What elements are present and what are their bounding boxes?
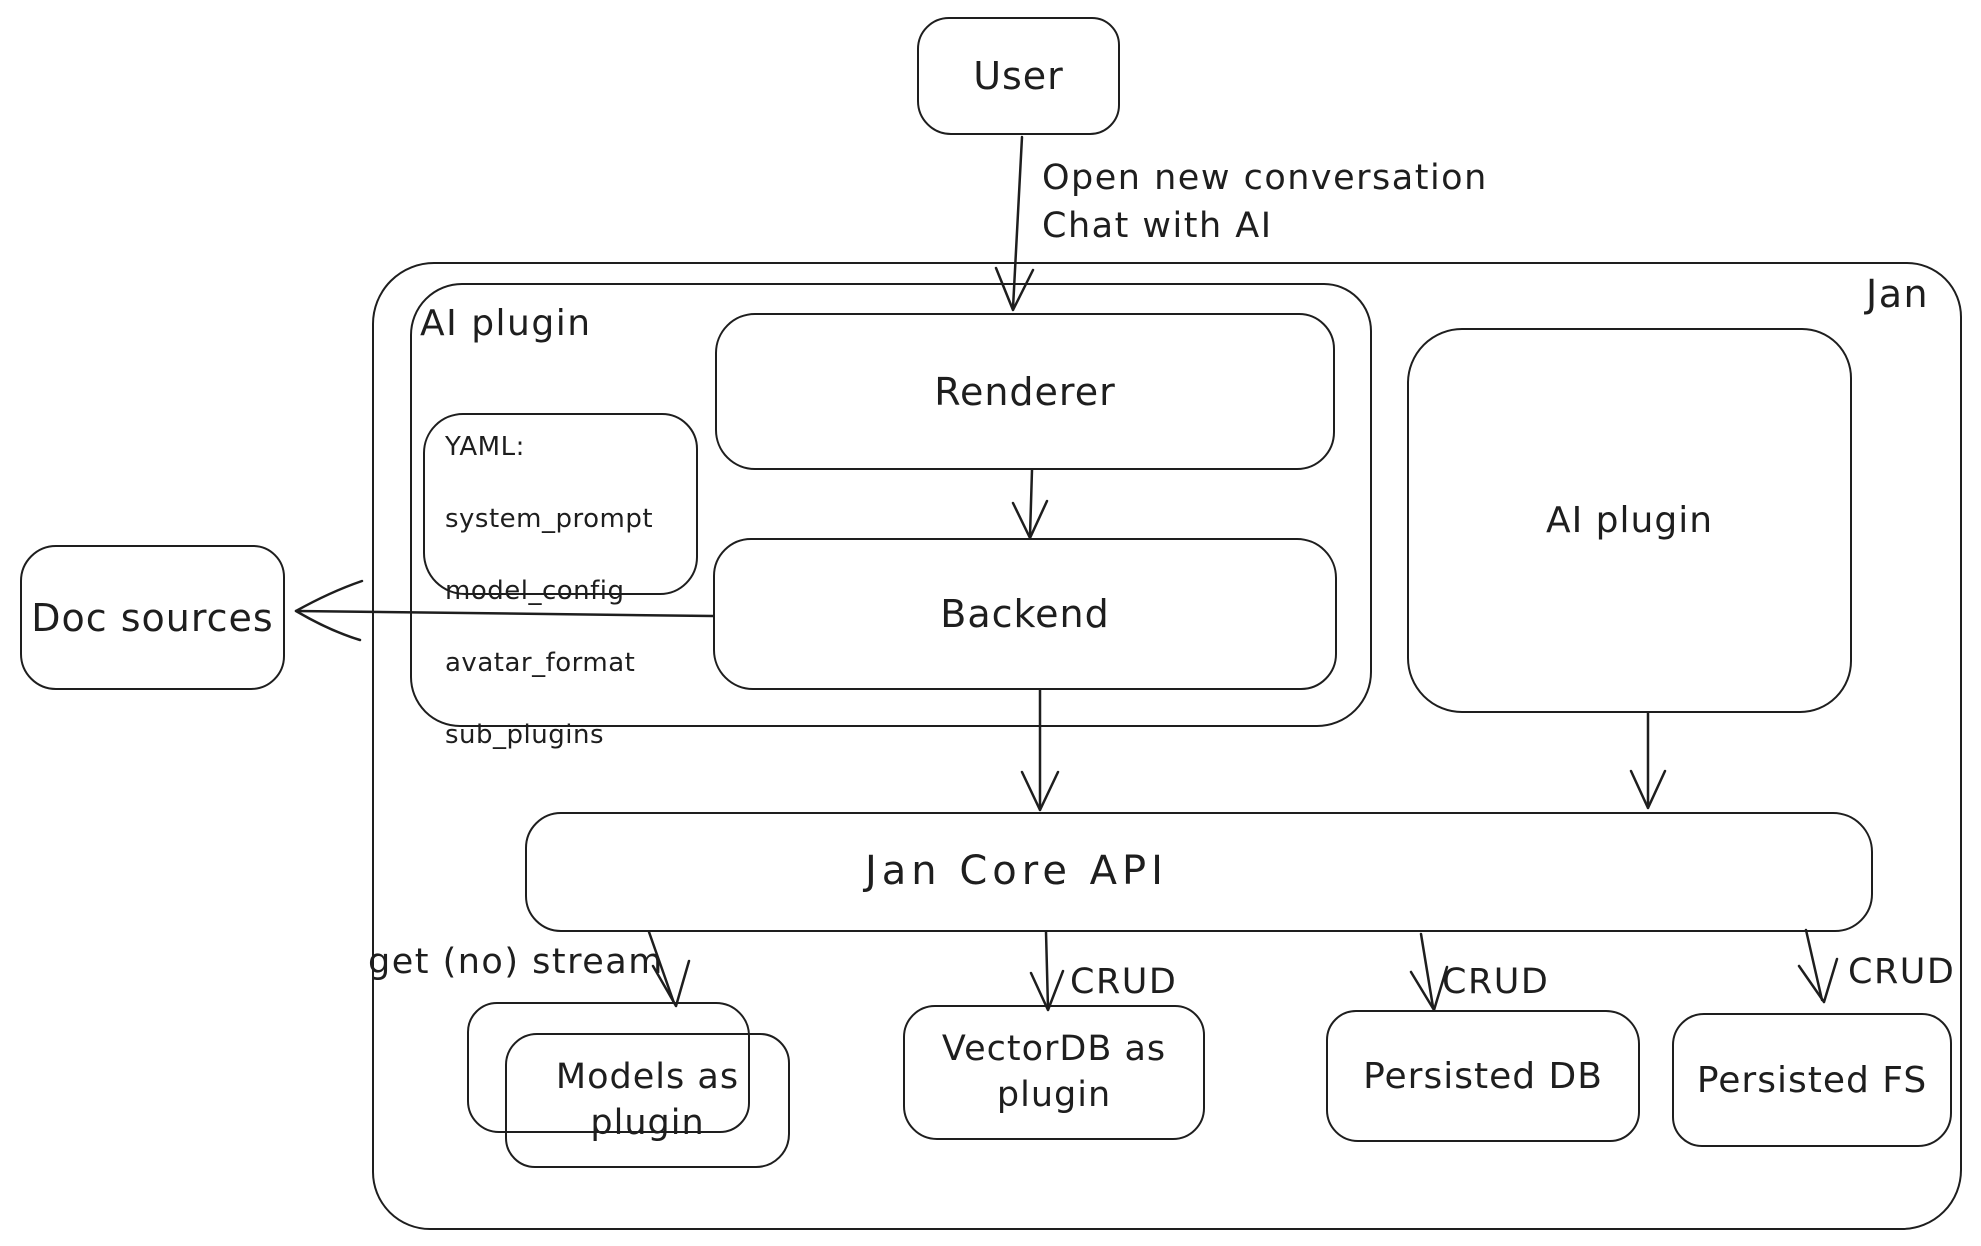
models-plugin-node: Models as plugin: [505, 1033, 790, 1168]
edge-label-open-conversation: Open new conversation: [1042, 158, 1488, 198]
ai-plugin-left-label: AI plugin: [420, 303, 592, 344]
models-plugin-label: Models as plugin: [555, 1057, 740, 1143]
renderer-node: Renderer: [715, 313, 1335, 470]
edge-label-chat-with-ai: Chat with AI: [1042, 206, 1273, 246]
backend-node: Backend: [713, 538, 1337, 690]
ai-plugin-right-node: AI plugin: [1407, 328, 1852, 713]
jan-container-label: Jan: [1866, 272, 1930, 316]
persisted-db-node: Persisted DB: [1326, 1010, 1640, 1142]
edge-label-crud-persisted-db: CRUD: [1442, 962, 1550, 1002]
user-node: User: [917, 17, 1120, 135]
vectordb-plugin-node: VectorDB as plugin: [903, 1005, 1205, 1140]
jan-core-api-node: [525, 812, 1873, 932]
edge-label-crud-persisted-fs: CRUD: [1848, 952, 1956, 992]
edge-label-crud-vectordb: CRUD: [1070, 962, 1178, 1002]
yaml-note-box: YAML: system_prompt model_config avatar_…: [423, 413, 698, 750]
edge-label-get-no-stream: get (no) stream: [368, 942, 664, 982]
jan-core-api-label: Jan Core API: [865, 848, 1168, 894]
yaml-note-text: YAML: system_prompt model_config avatar_…: [445, 432, 654, 750]
persisted-fs-node: Persisted FS: [1672, 1013, 1952, 1147]
models-plugin-back-box: [467, 1002, 750, 1133]
doc-sources-node: Doc sources: [20, 545, 285, 690]
vectordb-plugin-label: VectorDB as plugin: [941, 1029, 1167, 1115]
